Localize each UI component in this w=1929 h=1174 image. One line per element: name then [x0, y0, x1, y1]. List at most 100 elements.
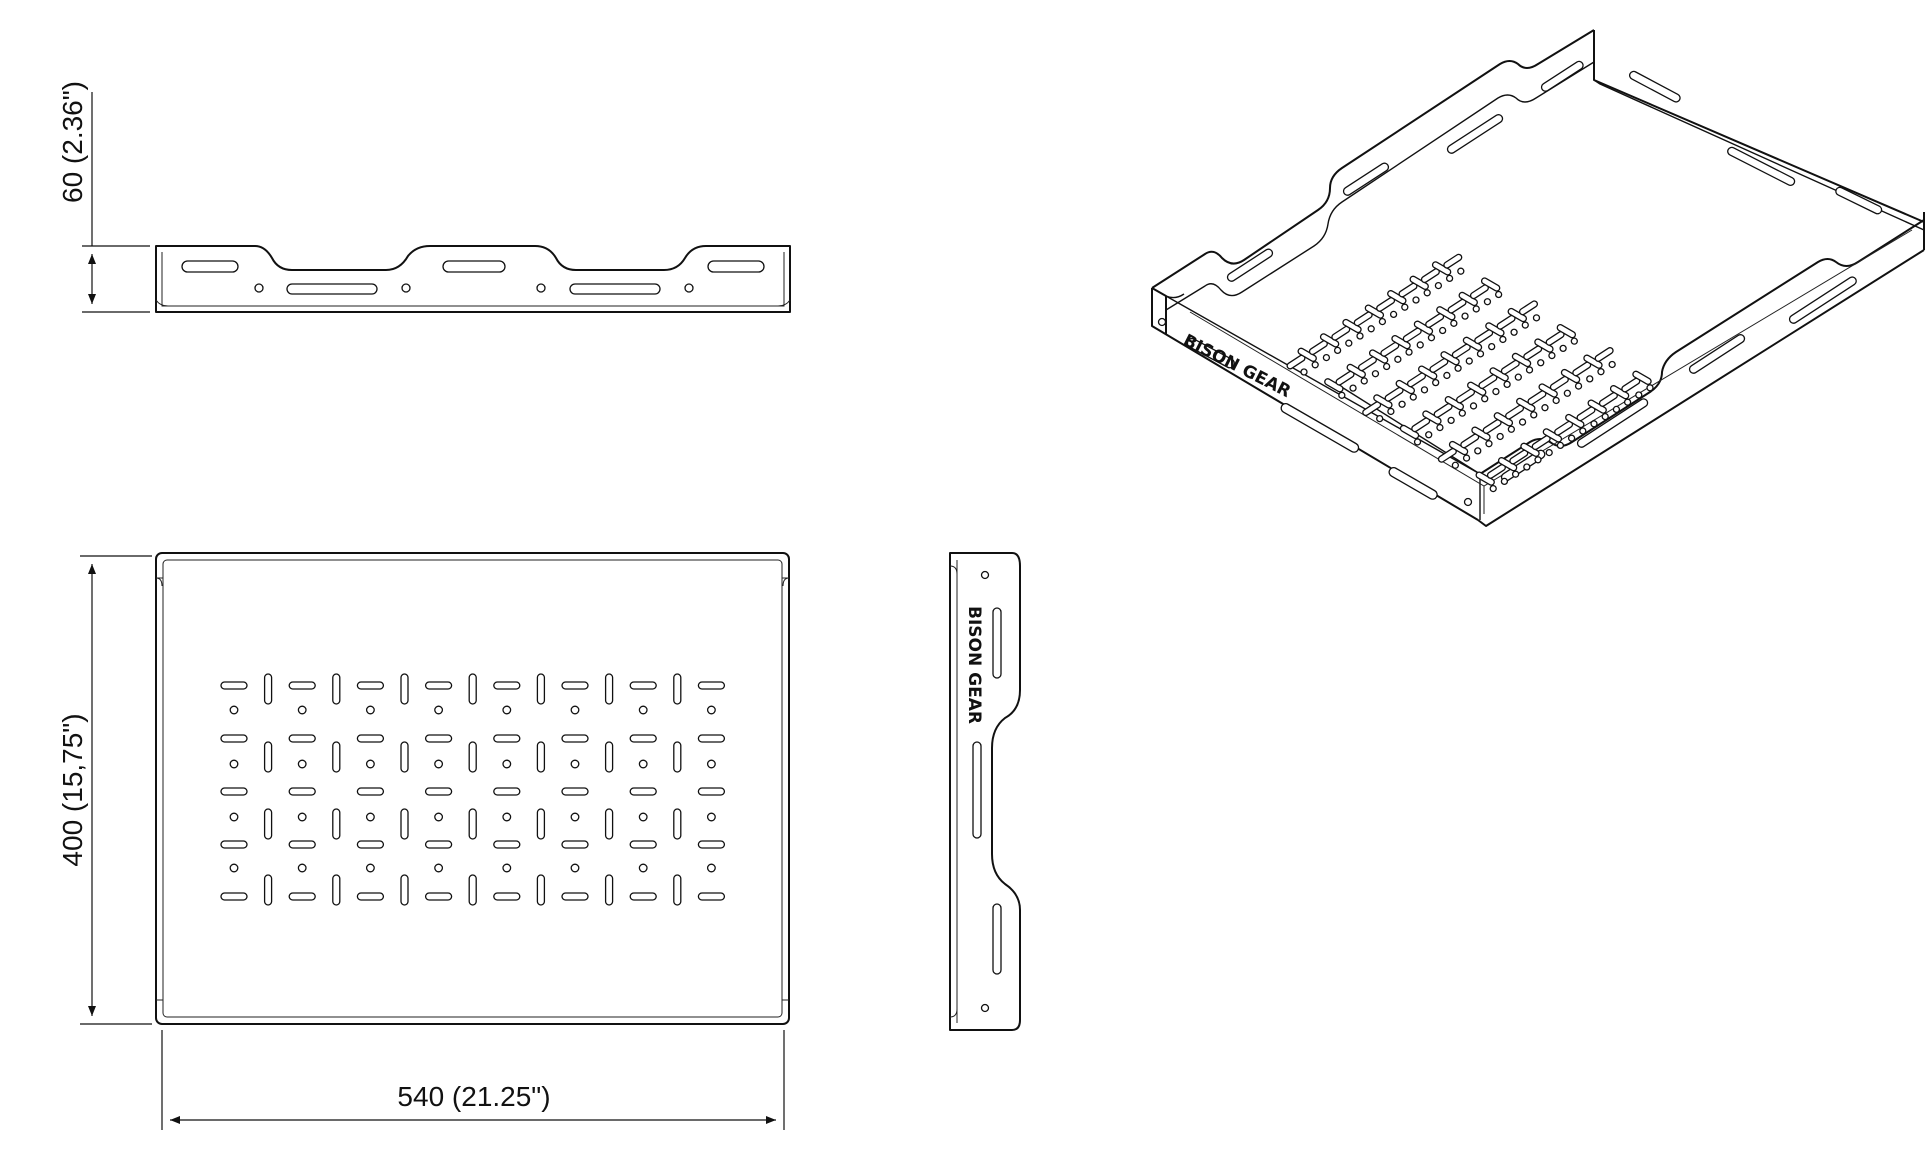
iso-floor-slot: [1436, 306, 1456, 321]
iso-floor-hole: [1472, 305, 1480, 313]
plate-slot-h: [629, 681, 657, 690]
plate-slot-h: [220, 787, 248, 796]
iso-floor-hole: [1586, 375, 1594, 383]
iso-floor-hole: [1489, 484, 1497, 493]
iso-floor-slot: [1475, 471, 1495, 486]
iso-floor-hole: [1311, 361, 1319, 369]
plate-slot-h: [629, 840, 657, 849]
plate-slot-h: [561, 840, 589, 849]
iso-floor-hole: [1322, 353, 1331, 362]
iso-floor-slot: [1516, 397, 1536, 413]
plate-slot-v: [604, 874, 614, 906]
plate-hole: [229, 759, 239, 769]
plate-slot-h: [493, 892, 521, 901]
top-width-label: 540 (21.25"): [397, 1081, 550, 1112]
plate-slot-v: [400, 673, 409, 705]
plate-slot-h: [493, 787, 521, 796]
iso-floor-hole: [1401, 303, 1409, 311]
iso-floor-slot: [1471, 426, 1491, 441]
iso-floor-hole: [1378, 317, 1387, 326]
plate-slot-h: [356, 840, 385, 849]
iso-slot: [1788, 276, 1857, 324]
iso-floor-hole: [1511, 470, 1520, 478]
iso-floor-slot: [1448, 440, 1469, 456]
plate-slot-h: [220, 734, 248, 743]
iso-floor-slot: [1583, 354, 1603, 369]
plate-hole: [706, 812, 716, 822]
iso-floor-slot: [1462, 336, 1483, 351]
plate-slot-h: [561, 892, 589, 901]
plate-slot-v: [400, 808, 409, 840]
iso-floor-hole: [1646, 384, 1654, 392]
plate-slot-h: [697, 892, 726, 901]
iso-floor-slot: [1534, 338, 1554, 353]
iso-floor-slot: [1417, 365, 1438, 380]
plate-slot-v: [468, 673, 477, 705]
iso-floor-hole: [1545, 448, 1553, 457]
plate-hole: [297, 812, 307, 822]
iso-floor-hole: [1434, 281, 1443, 290]
iso-floor-slot: [1297, 347, 1317, 362]
plate-slot-h: [493, 681, 521, 690]
iso-floor-slot: [1319, 333, 1340, 348]
plate-slot-v: [468, 741, 477, 773]
iso-floor-hole: [1398, 400, 1406, 408]
end-slot: [992, 903, 1002, 975]
plate-slot-h: [424, 681, 453, 690]
iso-floor-hole: [1556, 441, 1565, 450]
iso-floor-hole: [1532, 314, 1541, 322]
iso-floor-hole: [1499, 335, 1507, 344]
iso-floor-holes: [1286, 253, 1654, 493]
side-hole: [684, 283, 694, 293]
iso-floor-slot: [1507, 307, 1527, 323]
plate-hole: [365, 759, 375, 769]
hole-grid: [220, 673, 726, 906]
iso-floor-hole: [1445, 274, 1454, 283]
iso-floor-hole: [1494, 290, 1503, 299]
plate-slot-v: [673, 673, 682, 705]
end-hole: [980, 570, 990, 580]
side-height-dimension: [82, 92, 150, 313]
plate-slot-h: [629, 787, 657, 796]
plate-slot-h: [561, 681, 589, 690]
plate-slot-v: [332, 741, 341, 773]
iso-floor-hole: [1563, 389, 1572, 397]
side-hole: [254, 283, 264, 293]
iso-floor-hole: [1345, 339, 1353, 347]
plate-slot-v: [673, 741, 682, 773]
iso-floor-slot: [1346, 363, 1366, 379]
plate-hole: [297, 863, 307, 873]
iso-floor-slot: [1409, 275, 1429, 290]
iso-floor-slot: [1489, 367, 1509, 382]
plate-slot-v: [263, 673, 273, 705]
side-slot: [569, 283, 661, 295]
iso-floor-hole: [1382, 362, 1391, 371]
iso-floor-hole: [1389, 310, 1398, 319]
iso-floor-hole: [1559, 344, 1567, 353]
iso-floor-hole: [1518, 418, 1527, 426]
plate-hole: [434, 759, 444, 769]
plate-hole: [502, 812, 512, 822]
top-height-label: 400 (15,75"): [57, 713, 88, 866]
iso-floor-hole: [1469, 402, 1478, 410]
end-slot: [992, 607, 1002, 679]
iso-floor-slot: [1443, 253, 1463, 269]
iso-floor-slot: [1493, 412, 1514, 427]
plate-slot-h: [288, 840, 316, 849]
iso-floor-slot: [1458, 291, 1478, 307]
iso-floor-hole: [1451, 461, 1460, 469]
iso-floor-slot: [1373, 394, 1393, 409]
iso-floor-slot: [1497, 457, 1518, 472]
iso-floor-slot: [1444, 396, 1465, 411]
iso-floor-slot: [1440, 351, 1460, 366]
plate-hole: [229, 812, 239, 822]
iso-floor-slot: [1560, 368, 1581, 384]
plate-hole: [502, 705, 512, 715]
plate-slot-h: [697, 787, 726, 796]
iso-floor-hole: [1387, 407, 1395, 416]
plate-slot-h: [629, 734, 657, 743]
iso-floor-hole: [1574, 382, 1583, 390]
plate-slot-h: [288, 681, 316, 690]
plate-hole: [297, 759, 307, 769]
